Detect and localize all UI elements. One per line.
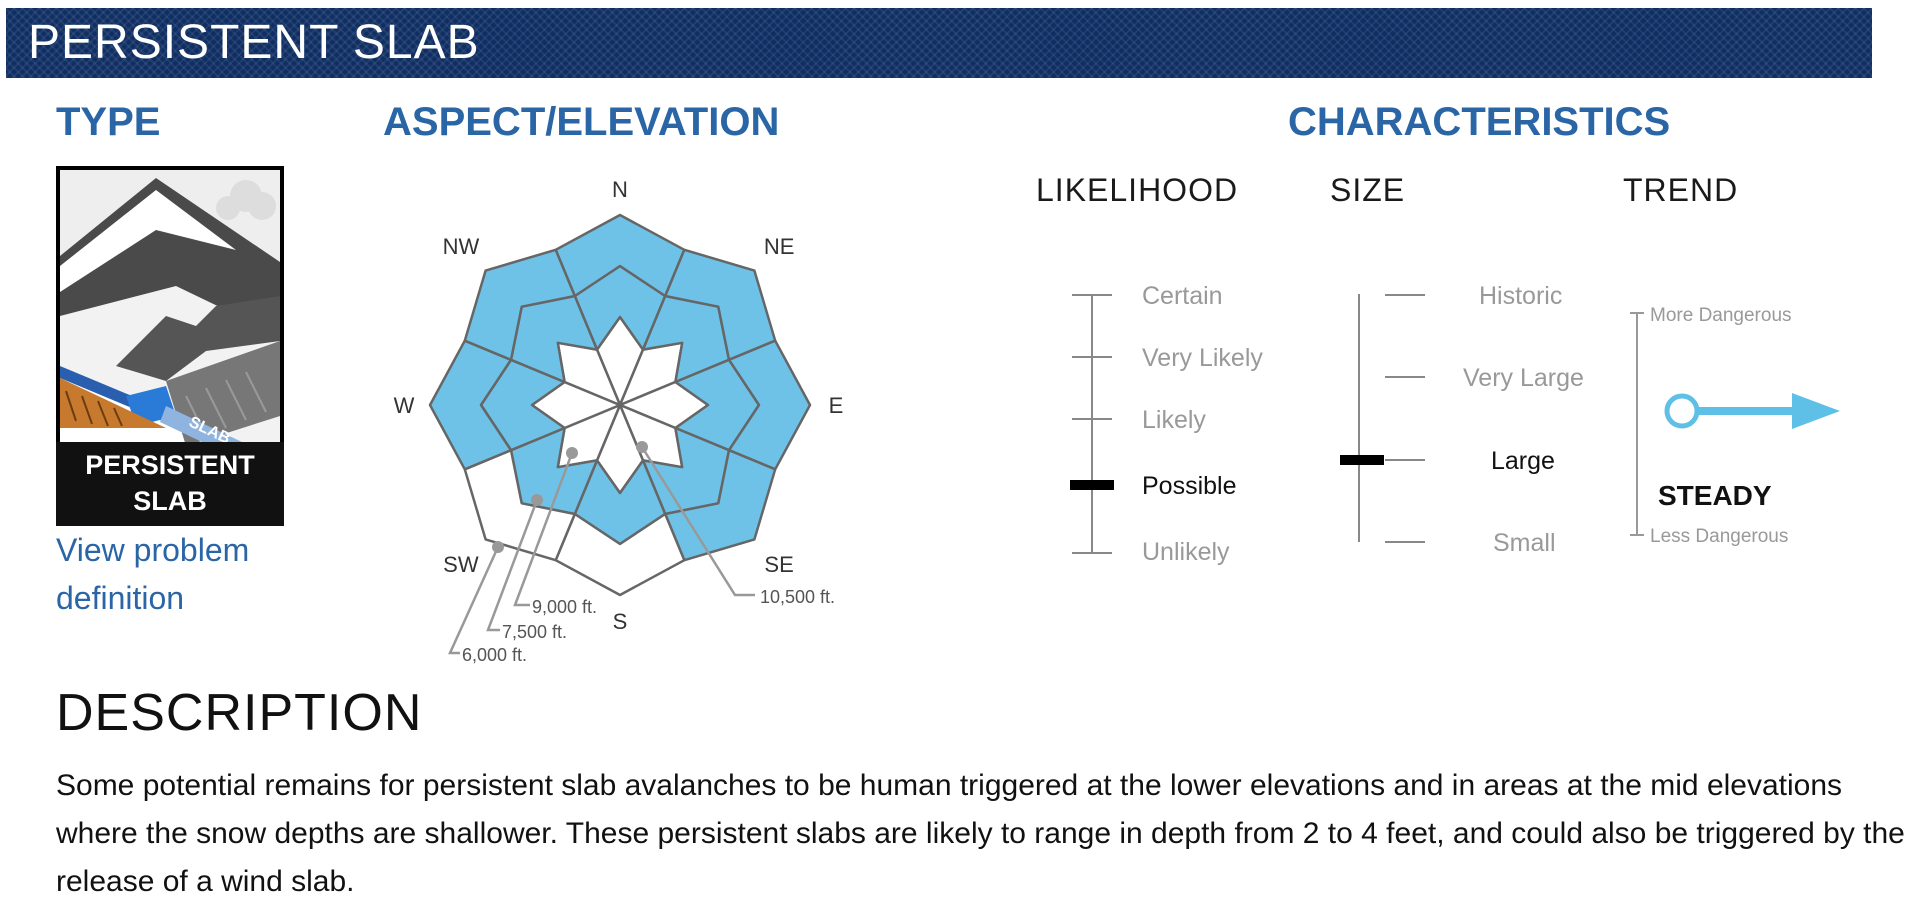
- elevation-leader-line: [640, 446, 755, 597]
- characteristics-heading: CHARACTERISTICS: [1288, 100, 1671, 144]
- aspect-elevation-rose: N NE E SE S SW W NW 10,500 ft. 9,000 ft. 7,500 ft…: [394, 177, 844, 665]
- likelihood-level-possible: Possible: [1142, 472, 1237, 500]
- trend-bottom-label: Less Dangerous: [1650, 526, 1788, 547]
- trend-graphic: More Dangerous Less Dangerous STEADY: [1630, 305, 1840, 547]
- aspect-label-s: S: [613, 609, 628, 634]
- elevation-marker-dot: [492, 541, 504, 553]
- size-marker: [1340, 455, 1384, 465]
- problem-title-banner: PERSISTENT SLAB: [6, 8, 1872, 78]
- type-icon-line2: SLAB: [133, 486, 207, 516]
- elevation-label: 6,000 ft.: [462, 645, 527, 665]
- persistent-slab-icon: SLAB PERSISTENT SLAB: [56, 166, 284, 526]
- aspect-label-ne: NE: [764, 234, 795, 259]
- elevation-marker-dot: [566, 447, 578, 459]
- elevation-marker-dot: [531, 494, 543, 506]
- likelihood-level-certain: Certain: [1142, 282, 1223, 310]
- rose-sector-lower-nw: [463, 248, 577, 362]
- type-heading: TYPE: [56, 100, 161, 144]
- size-level-very-large: Very Large: [1463, 364, 1584, 392]
- trend-heading: TREND: [1623, 172, 1739, 208]
- aspect-label-e: E: [829, 393, 844, 418]
- likelihood-marker: [1070, 480, 1114, 490]
- steady-arrow-icon: [1664, 393, 1840, 429]
- elevation-marker-dot: [636, 441, 648, 453]
- elevation-leader-line: [448, 546, 500, 655]
- likelihood-scale: [1070, 294, 1114, 554]
- type-icon-line1: PERSISTENT: [85, 450, 255, 480]
- elevation-leader-line: [513, 452, 574, 607]
- description-heading: DESCRIPTION: [56, 684, 423, 742]
- aspect-elevation-heading: ASPECT/ELEVATION: [383, 100, 780, 144]
- size-heading: SIZE: [1330, 172, 1406, 208]
- elevation-label: 9,000 ft.: [532, 597, 597, 617]
- size-level-large: Large: [1491, 447, 1555, 475]
- aspect-label-nw: NW: [443, 234, 480, 259]
- elevation-label: 7,500 ft.: [502, 622, 567, 642]
- trend-top-label: More Dangerous: [1650, 305, 1792, 326]
- size-scale: [1340, 294, 1425, 543]
- size-level-historic: Historic: [1479, 282, 1563, 310]
- likelihood-heading: LIKELIHOOD: [1036, 172, 1239, 208]
- likelihood-level-unlikely: Unlikely: [1142, 538, 1230, 566]
- likelihood-level-very-likely: Very Likely: [1142, 344, 1263, 372]
- trend-value: STEADY: [1658, 480, 1772, 511]
- elevation-leader-line: [486, 499, 539, 632]
- problem-title: PERSISTENT SLAB: [28, 16, 480, 69]
- aspect-label-n: N: [612, 177, 628, 202]
- view-problem-definition-link[interactable]: View problem definition: [56, 532, 250, 616]
- aspect-label-sw: SW: [443, 552, 479, 577]
- aspect-label-w: W: [394, 393, 415, 418]
- description-text: Some potential remains for persistent sl…: [56, 769, 1905, 898]
- elevation-label: 10,500 ft.: [760, 587, 835, 607]
- likelihood-level-likely: Likely: [1142, 406, 1206, 434]
- aspect-label-se: SE: [764, 552, 793, 577]
- size-level-small: Small: [1493, 529, 1556, 557]
